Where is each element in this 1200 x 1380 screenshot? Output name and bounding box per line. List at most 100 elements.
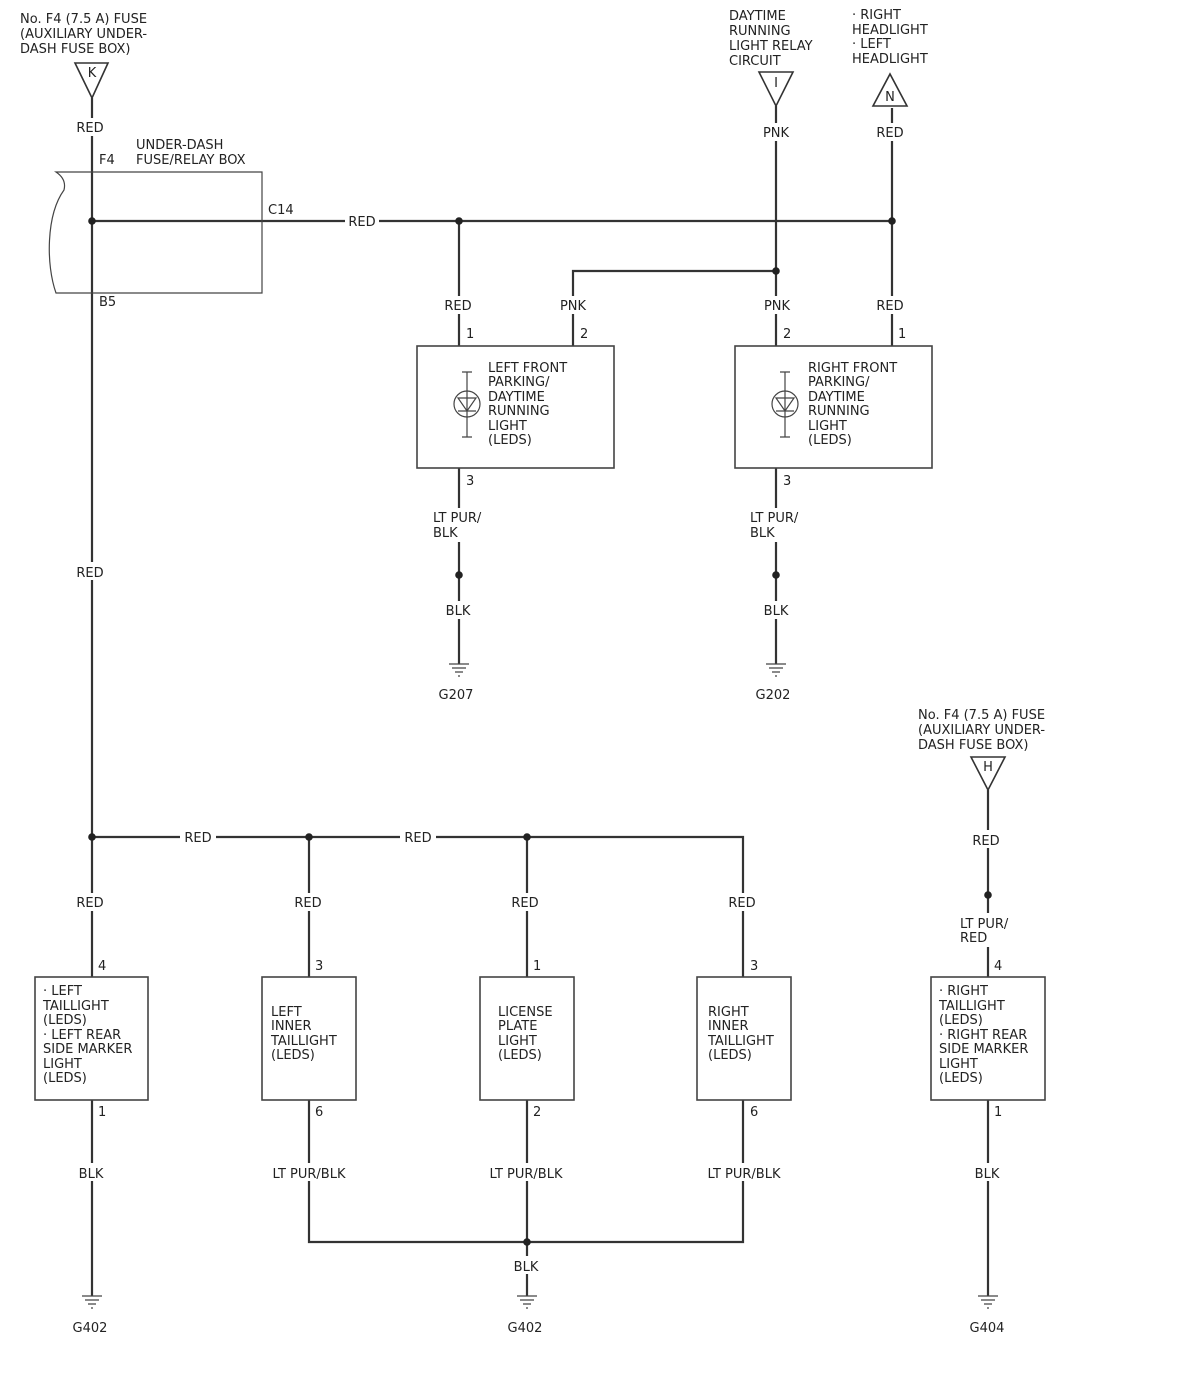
led-icon (771, 371, 799, 438)
wire-label: RED (444, 299, 471, 314)
right-taillight-pin4: 4 (994, 959, 1002, 974)
fuse-relay-box-label-2: FUSE/RELAY BOX (136, 153, 246, 168)
fuse-h-label-1: No. F4 (7.5 A) FUSE (918, 708, 1045, 723)
right-inner-taillight-pin6: 6 (750, 1105, 758, 1120)
left-inner-taillight-pin6: 6 (315, 1105, 323, 1120)
fuse-k-label-3: DASH FUSE BOX) (20, 42, 131, 57)
license-plate-light-label-2: PLATE (498, 1019, 537, 1034)
left-taillight-label-2: TAILLIGHT (42, 999, 109, 1014)
left-taillight-label-5: SIDE MARKER (43, 1042, 132, 1057)
wire-label: RED (294, 896, 321, 911)
right-inner-taillight-label-3: TAILLIGHT (707, 1034, 774, 1049)
ground-label-g402-center: G402 (508, 1321, 543, 1336)
right-front-drl-box (734, 345, 933, 469)
wire-label: LT PUR/BLK (273, 1167, 346, 1182)
wire-label: LT PUR/ (433, 511, 482, 526)
wire-label: RED (972, 834, 999, 849)
drl-relay-source: DAYTIME RUNNING LIGHT RELAY CIRCUIT I (729, 9, 813, 108)
license-plate-light-pin1: 1 (533, 959, 541, 974)
junction-dot (523, 1238, 531, 1246)
wire-label: RED (960, 931, 987, 946)
left-front-drl-pin1: 1 (466, 327, 474, 342)
left-inner-taillight-component: LEFT INNER TAILLIGHT (LEDS) 3 6 (261, 959, 357, 1120)
wire-label: RED (511, 896, 538, 911)
fuse-relay-box-pin-c14: C14 (268, 203, 294, 218)
fuse-h-letter: H (983, 760, 993, 775)
right-taillight-label-6: LIGHT (939, 1057, 978, 1072)
ground-label-g404: G404 (970, 1321, 1005, 1336)
junction-dot (88, 217, 96, 225)
right-inner-taillight-label-1: RIGHT (708, 1005, 749, 1020)
wire-label: RED (76, 121, 103, 136)
junction-dot (888, 217, 896, 225)
wire-label: RED (876, 299, 903, 314)
ground-icon (449, 663, 469, 677)
right-front-drl-pin3: 3 (783, 474, 791, 489)
license-plate-light-box (479, 976, 575, 1101)
right-inner-taillight-label-4: (LEDS) (708, 1048, 752, 1063)
wire-label: RED (184, 831, 211, 846)
drl-relay-label-1: DAYTIME (729, 9, 786, 24)
right-taillight-label-1: · RIGHT (939, 984, 988, 999)
junction-dot (305, 833, 313, 841)
fuse-k-connector-icon (73, 62, 110, 100)
drl-relay-letter: I (774, 76, 778, 91)
left-inner-taillight-label-3: TAILLIGHT (270, 1034, 337, 1049)
fuse-h-connector-icon (969, 756, 1007, 792)
wire-label: PNK (560, 299, 587, 314)
fuse-relay-box: UNDER-DASH FUSE/RELAY BOX F4 C14 B5 (48, 138, 294, 310)
wire-label: RED (348, 215, 375, 230)
drl-relay-label-2: RUNNING (729, 24, 791, 39)
left-front-drl-label-6: (LEDS) (488, 433, 532, 448)
left-taillight-pin1: 1 (98, 1105, 106, 1120)
headlights-label-2: HEADLIGHT (852, 23, 928, 38)
right-taillight-label-5: SIDE MARKER (939, 1042, 1028, 1057)
left-taillight-label-4: · LEFT REAR (43, 1028, 121, 1043)
junction-dot (772, 571, 780, 579)
wire-label: RED (76, 896, 103, 911)
left-taillight-label-6: LIGHT (43, 1057, 82, 1072)
headlights-connector-icon (871, 72, 909, 107)
ground-label-g402-left: G402 (73, 1321, 108, 1336)
label-backgrounds (70, 118, 1021, 1274)
right-taillight-label-2: TAILLIGHT (938, 999, 1005, 1014)
left-front-drl-pin3: 3 (466, 474, 474, 489)
left-taillight-label-7: (LEDS) (43, 1071, 87, 1086)
wire-label: BLK (750, 526, 775, 541)
left-front-drl-label-1: LEFT FRONT (488, 361, 567, 376)
fuse-relay-box-pin-b5: B5 (99, 295, 116, 310)
left-front-drl-box (416, 345, 615, 469)
junction-dot (523, 833, 531, 841)
fuse-h-label-2: (AUXILIARY UNDER- (918, 723, 1045, 738)
left-front-drl-component: LEFT FRONT PARKING/ DAYTIME RUNNING LIGH… (416, 327, 615, 489)
left-front-drl-label-2: PARKING/ (488, 375, 550, 390)
wire-labels: RED RED PNK RED RED PNK PNK RED LT PUR/ … (76, 121, 1009, 1275)
right-taillight-box (930, 976, 1046, 1101)
license-plate-light-label-4: (LEDS) (498, 1048, 542, 1063)
wire-label: RED (876, 126, 903, 141)
right-taillight-label-3: (LEDS) (939, 1013, 983, 1028)
drl-relay-connector-icon (757, 71, 795, 108)
right-front-drl-label-1: RIGHT FRONT (808, 361, 897, 376)
wire-label: LT PUR/BLK (490, 1167, 563, 1182)
ground-label-g202: G202 (756, 688, 791, 703)
wire-label: BLK (79, 1167, 104, 1182)
bottom-bus-wire (92, 835, 745, 977)
fuse-k-source: No. F4 (7.5 A) FUSE (AUXILIARY UNDER- DA… (20, 12, 147, 100)
right-front-drl-label-3: DAYTIME (808, 390, 865, 405)
junction-dot (455, 217, 463, 225)
fuse-relay-box-label-1: UNDER-DASH (136, 138, 223, 153)
left-front-drl-label-5: LIGHT (488, 419, 527, 434)
ground-icon (766, 663, 786, 677)
wire-label: LT PUR/ (960, 917, 1009, 932)
wire-label: PNK (764, 299, 791, 314)
left-front-drl-label-3: DAYTIME (488, 390, 545, 405)
wire-label: LT PUR/BLK (708, 1167, 781, 1182)
wire-label: BLK (975, 1167, 1000, 1182)
headlights-letter: N (885, 90, 895, 105)
left-inner-taillight-label-1: LEFT (271, 1005, 302, 1020)
right-front-drl-label-2: PARKING/ (808, 375, 870, 390)
left-inner-taillight-label-2: INNER (271, 1019, 312, 1034)
right-front-drl-label-4: RUNNING (808, 404, 870, 419)
drl-relay-label-3: LIGHT RELAY (729, 39, 813, 54)
